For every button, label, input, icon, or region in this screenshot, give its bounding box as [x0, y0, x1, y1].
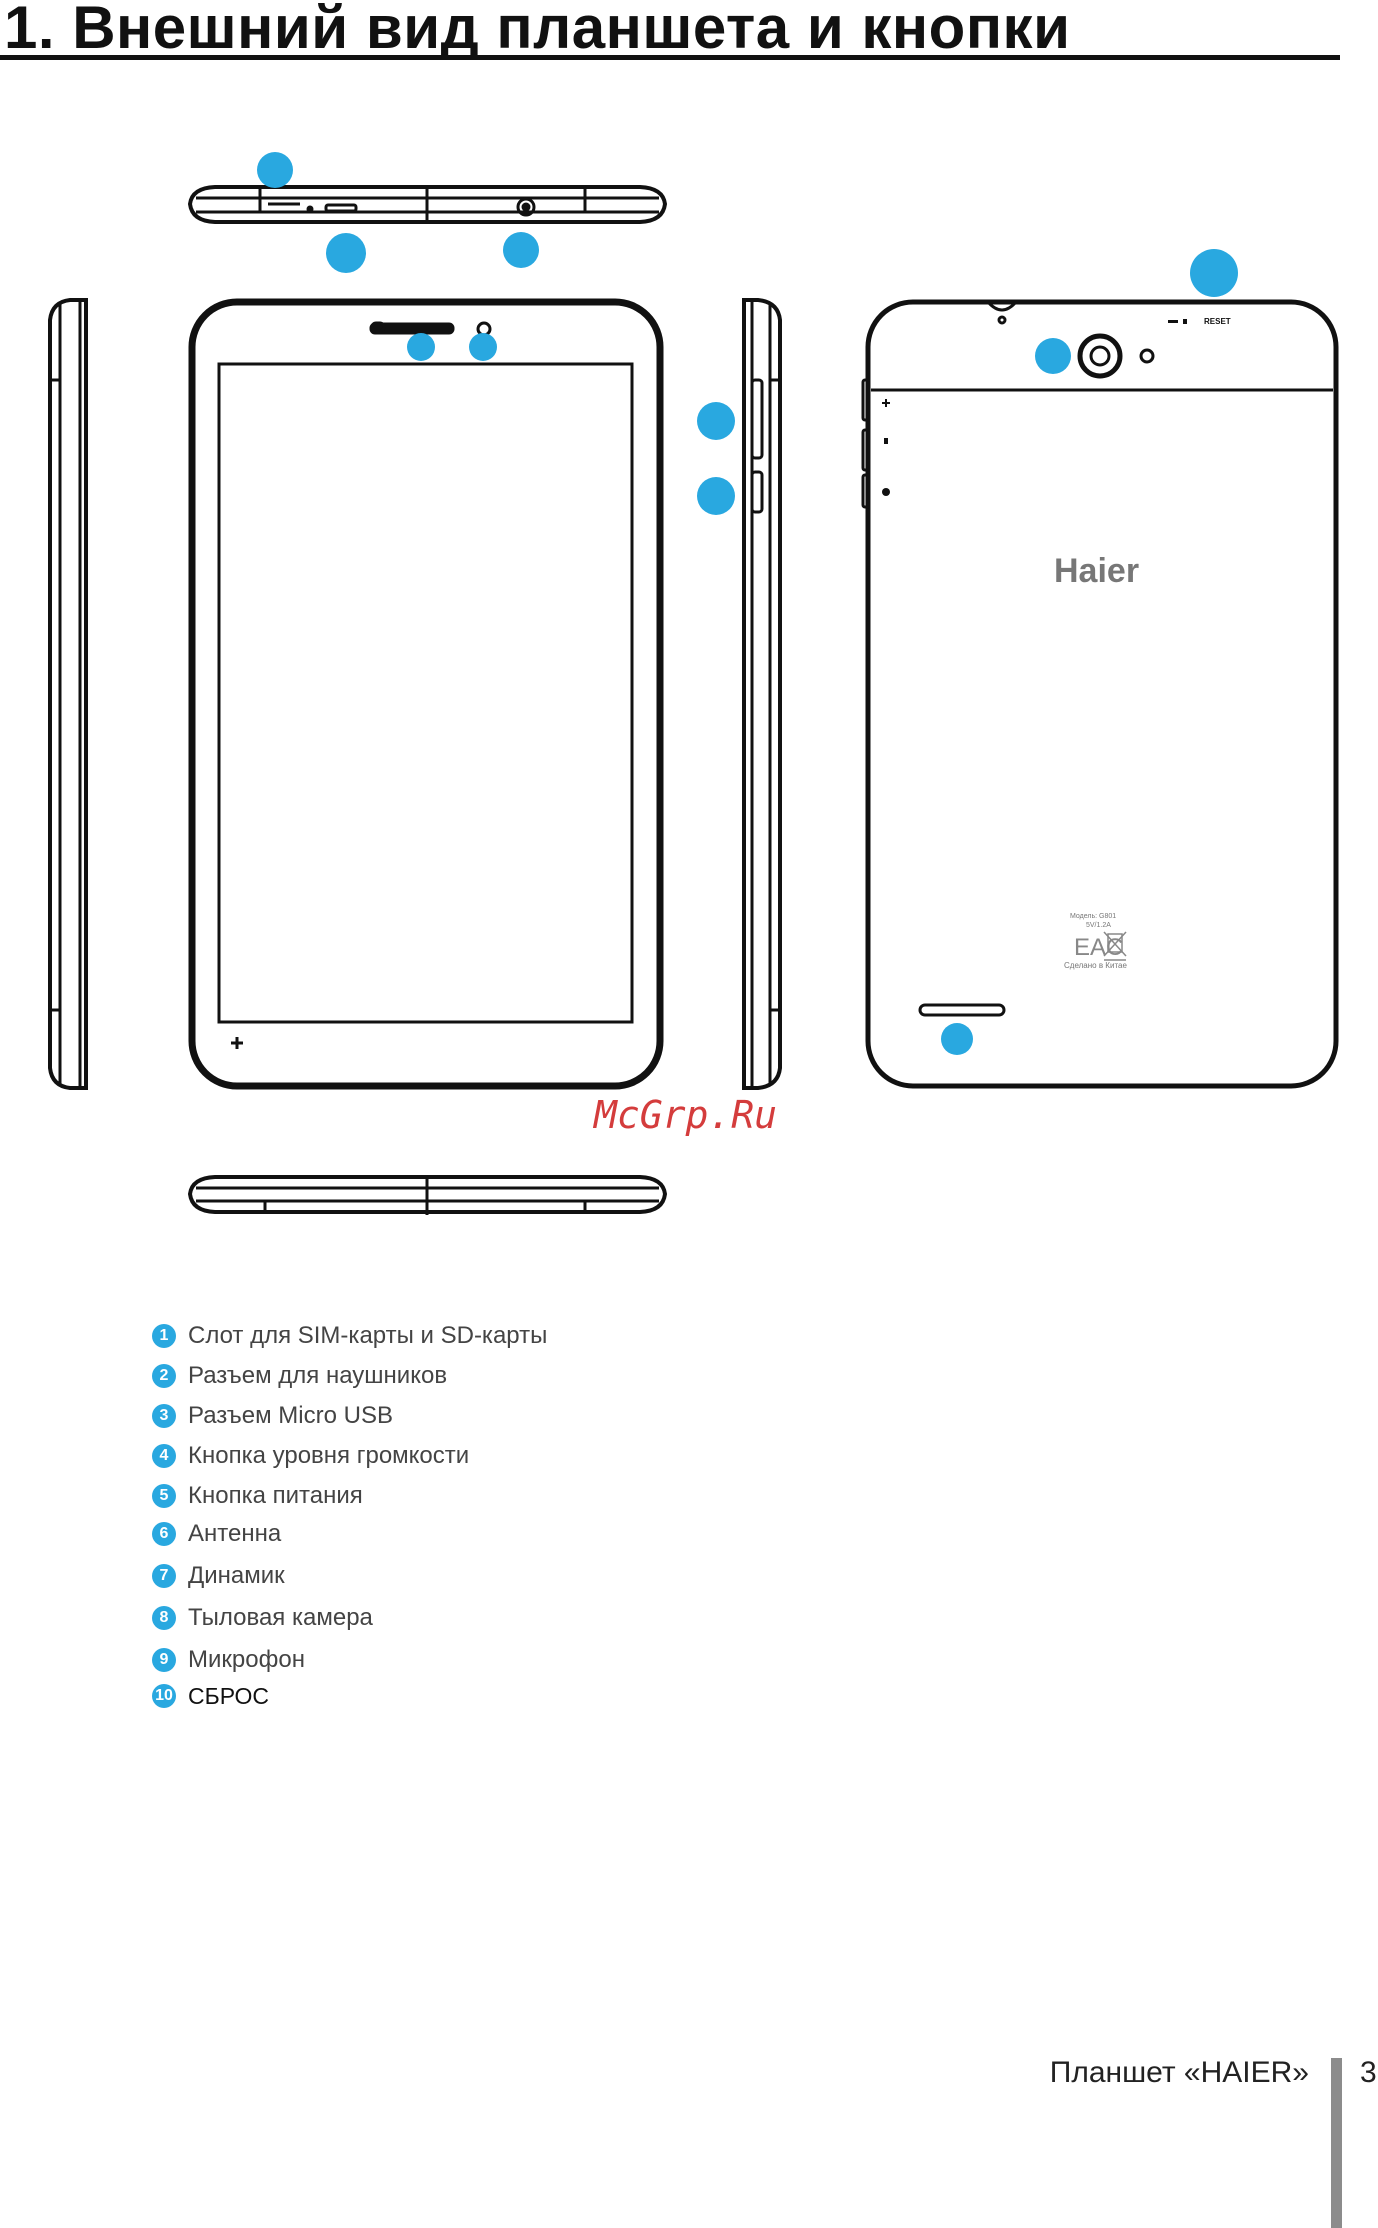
legend-item: 10 СБРОС: [152, 1678, 269, 1714]
legend-number: 9: [152, 1648, 176, 1672]
legend-text: Разъем Micro USB: [188, 1402, 393, 1430]
legend-number: 6: [152, 1522, 176, 1546]
legend-item: 8 Тыловая камера: [152, 1600, 373, 1636]
footer-label: Планшет «HAIER»: [1050, 2056, 1309, 2090]
tablet-top-edge-view: [190, 187, 665, 222]
legend-number: 10: [152, 1684, 176, 1708]
legend-text: СБРОС: [188, 1683, 269, 1710]
tablet-front-view: [192, 302, 660, 1086]
legend-text: Динамик: [188, 1562, 285, 1590]
callout-marker: [407, 333, 435, 361]
legend-text: Кнопка питания: [188, 1482, 363, 1510]
label-code: 5V/1.2A: [1086, 922, 1111, 929]
legend-item: 9 Микрофон: [152, 1642, 305, 1678]
watermark-text: McGrp.Ru: [592, 1093, 777, 1137]
legend-item: 6 Антенна: [152, 1516, 281, 1552]
legend-number: 8: [152, 1606, 176, 1630]
callout-marker: [1035, 338, 1071, 374]
callout-marker: [326, 233, 366, 273]
legend-item: 1 Слот для SIM-карты и SD-карты: [152, 1318, 547, 1354]
label-origin: Сделано в Китае: [1064, 961, 1127, 970]
legend-text: Разъем для наушников: [188, 1362, 447, 1390]
tablet-right-side-view: [744, 300, 780, 1088]
callout-marker: [1190, 249, 1238, 297]
legend-item: 2 Разъем для наушников: [152, 1358, 447, 1394]
legend-number: 2: [152, 1364, 176, 1388]
brand-logo: Haier: [1054, 552, 1139, 590]
tablet-illustration: RESET Haier Модель: G801 5V/1.2A EAC Сде…: [0, 0, 1378, 1300]
legend-item: 5 Кнопка питания: [152, 1478, 363, 1514]
legend-item: 4 Кнопка уровня громкости: [152, 1438, 469, 1474]
legend-number: 4: [152, 1444, 176, 1468]
legend-number: 5: [152, 1484, 176, 1508]
legend-item: 7 Динамик: [152, 1558, 285, 1594]
tablet-bottom-edge-view: [190, 1177, 665, 1215]
legend-text: Тыловая камера: [188, 1604, 373, 1632]
callout-marker: [697, 402, 735, 440]
legend-text: Антенна: [188, 1520, 281, 1548]
legend-number: 1: [152, 1324, 176, 1348]
legend-number: 3: [152, 1404, 176, 1428]
callout-marker: [941, 1023, 973, 1055]
legend-text: Микрофон: [188, 1646, 305, 1674]
callout-marker: [257, 152, 293, 188]
callout-marker: [469, 333, 497, 361]
footer-divider: [1331, 2058, 1342, 2228]
reset-label: RESET: [1204, 317, 1231, 326]
label-model: Модель: G801: [1070, 913, 1116, 920]
callout-marker: [697, 477, 735, 515]
legend-item: 3 Разъем Micro USB: [152, 1398, 393, 1434]
callout-marker: [503, 232, 539, 268]
tablet-left-side-view: [50, 300, 86, 1088]
legend-text: Слот для SIM-карты и SD-карты: [188, 1322, 547, 1350]
label-cert: EAC: [1074, 934, 1123, 961]
legend-text: Кнопка уровня громкости: [188, 1442, 469, 1470]
legend-number: 7: [152, 1564, 176, 1588]
page-number: 3: [1360, 2056, 1377, 2090]
